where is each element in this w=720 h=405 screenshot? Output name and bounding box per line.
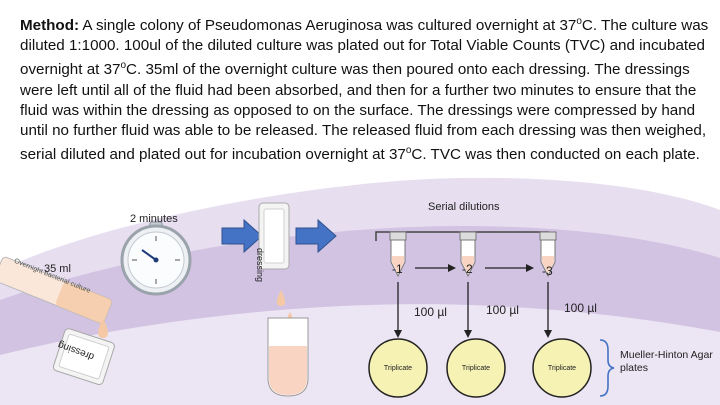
plates-brace — [599, 339, 615, 397]
collection-tube — [267, 317, 309, 397]
method-text: C. TVC was then conducted on each plate. — [411, 146, 700, 164]
degree-superscript: o — [120, 60, 127, 72]
method-paragraph: Method: A single colony of Pseudomonas A… — [20, 12, 710, 166]
dressing-label: dressing — [255, 248, 265, 283]
stopwatch-icon — [120, 221, 192, 296]
agar-plate — [368, 338, 428, 398]
tube-dilution-label: -1 — [392, 262, 403, 276]
plate-label: Triplicate — [462, 365, 490, 372]
arrow-to-dressing-icon — [221, 218, 263, 254]
transfer-arrow-icon — [485, 264, 534, 272]
plating-arrow-icon — [464, 282, 472, 338]
degree-superscript: o — [405, 145, 412, 157]
plating-arrow-icon — [544, 282, 552, 338]
serial-dilutions-label: Serial dilutions — [428, 201, 500, 213]
agar-plate — [532, 338, 592, 398]
dilution-tube — [389, 231, 407, 278]
method-text: C. 35ml of the overnight culture was the… — [20, 61, 707, 164]
transfer-volume-label: 100 µl — [564, 301, 597, 315]
two-minutes-label: 2 minutes — [130, 213, 178, 225]
transfer-arrow-icon — [415, 264, 456, 272]
plating-arrow-icon — [394, 282, 402, 338]
plate-label: Triplicate — [384, 365, 412, 372]
arrow-to-dilutions-icon — [295, 218, 337, 254]
dilution-tube — [459, 231, 477, 278]
plate-label: Triplicate — [548, 365, 576, 372]
agar-plate — [446, 338, 506, 398]
graduated-cylinder — [0, 256, 113, 324]
method-text: A single colony of Pseudomonas Aeruginos… — [79, 17, 577, 35]
tube-dilution-label: -3 — [542, 264, 553, 278]
method-heading: Method: — [20, 17, 80, 35]
dilution-tube — [539, 231, 557, 278]
droplet-icon — [276, 290, 286, 306]
agar-plates-label: Mueller-Hinton Agar plates — [620, 349, 713, 374]
cylinder-volume-label: 35 ml — [44, 263, 71, 275]
droplet-icon — [98, 318, 108, 338]
dressing-vertical — [258, 202, 290, 270]
method-text: C. The culture was diluted 1:1000. 100ul… — [20, 17, 709, 79]
transfer-volume-label: 100 µl — [486, 303, 519, 317]
tube-dilution-label: -2 — [462, 262, 473, 276]
degree-superscript: o — [576, 16, 582, 27]
transfer-volume-label: 100 µl — [414, 305, 447, 319]
dressing-flat — [52, 328, 115, 386]
